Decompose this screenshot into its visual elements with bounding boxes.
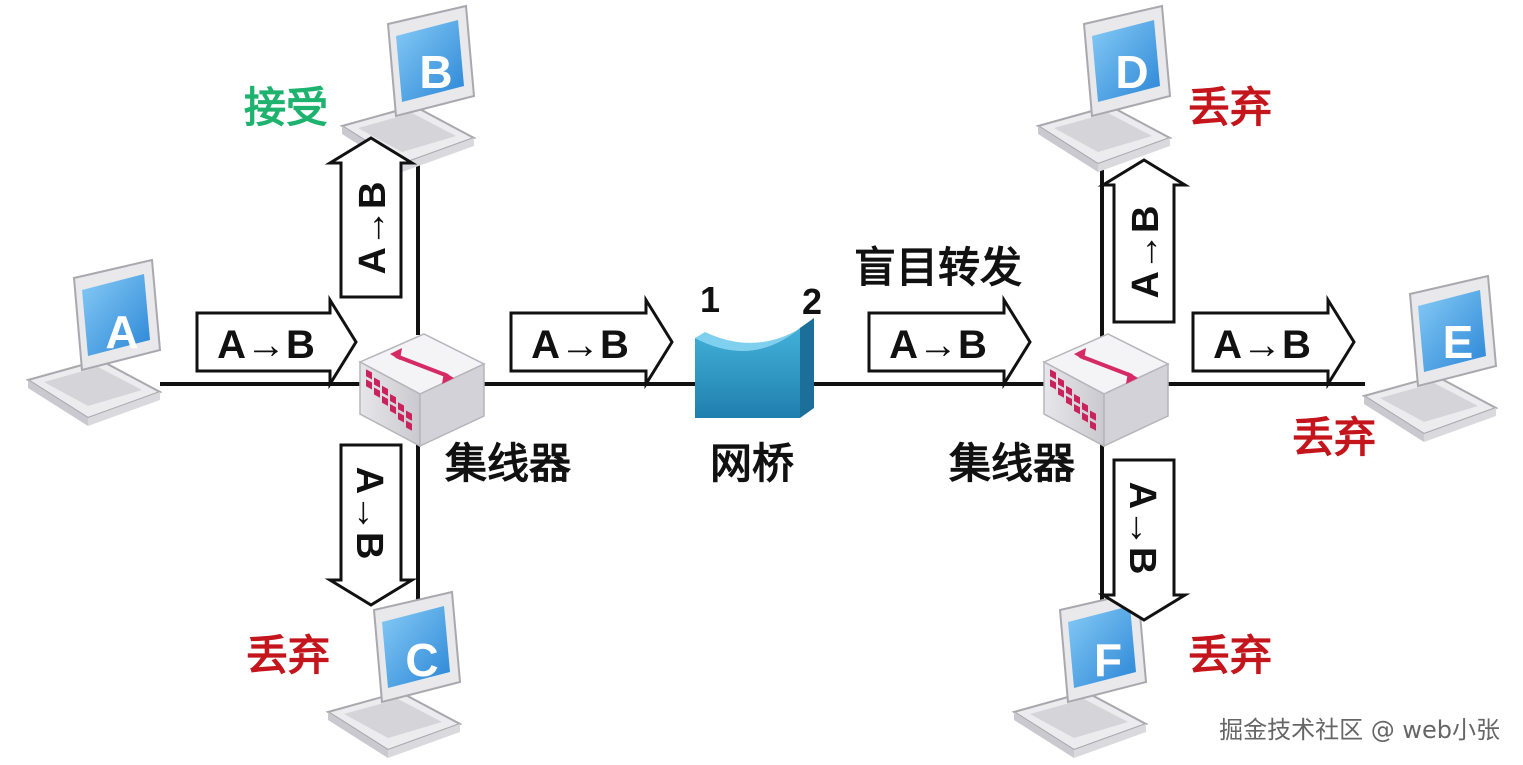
laptop-d: D (1037, 5, 1171, 173)
packet-arrow-a-hub: A→B (195, 294, 358, 390)
hub-left-label: 集线器 (444, 439, 572, 488)
bridge-port-1: 1 (700, 279, 720, 320)
bridge-port-2: 2 (802, 281, 822, 322)
packet-arrow-hub-b: A→B (324, 136, 418, 299)
status-d-discard: 丢弃 (1188, 83, 1272, 132)
packet-arrow-hub-e: A→B (1191, 294, 1356, 390)
watermark: 掘金技术社区 @ web小张 (1219, 716, 1500, 744)
laptop-a-label: A (105, 306, 138, 358)
packet-label-hub-f: A→B (1121, 482, 1163, 575)
status-b-accept: 接受 (244, 83, 328, 132)
laptop-b-label: B (419, 46, 452, 98)
cables (160, 150, 1365, 620)
packet-label-a-hub: A→B (217, 323, 315, 367)
laptop-d-label: D (1115, 46, 1148, 98)
packet-label-hub-b: A→B (352, 182, 394, 275)
laptop-f-label: F (1094, 634, 1122, 686)
hub-right-label: 集线器 (948, 439, 1076, 488)
status-e-discard: 丢弃 (1292, 413, 1376, 462)
blind-forward-label: 盲目转发 (854, 243, 1022, 292)
packet-label-hub-bridge: A→B (531, 323, 629, 367)
laptop-c: C (327, 591, 461, 759)
packet-arrow-hub-d: A→B (1097, 158, 1191, 324)
packet-label-hub-d: A→B (1125, 206, 1167, 299)
laptop-b: B (341, 5, 475, 173)
status-f-discard: 丢弃 (1188, 631, 1272, 680)
status-c-discard: 丢弃 (246, 631, 330, 680)
laptop-a: A (27, 259, 161, 427)
packet-arrow-hub-f: A→B (1097, 458, 1191, 622)
hub-left (358, 333, 486, 448)
laptop-e-label: E (1443, 316, 1474, 368)
packet-arrow-hub-bridge: A→B (509, 294, 674, 390)
laptop-e: E (1363, 275, 1497, 443)
bridge-label: 网桥 (710, 439, 794, 488)
packet-arrow-bridge-hub: A→B (867, 294, 1032, 390)
packet-label-hub-e: A→B (1213, 323, 1311, 367)
bridge: 1 2 (695, 279, 822, 418)
hub-right (1042, 333, 1170, 448)
laptop-f: F (1013, 591, 1147, 759)
packet-label-hub-c: A→B (348, 467, 390, 560)
packet-arrow-hub-c: A→B (324, 443, 418, 607)
packet-label-bridge-hub: A→B (889, 323, 987, 367)
laptop-c-label: C (405, 634, 438, 686)
